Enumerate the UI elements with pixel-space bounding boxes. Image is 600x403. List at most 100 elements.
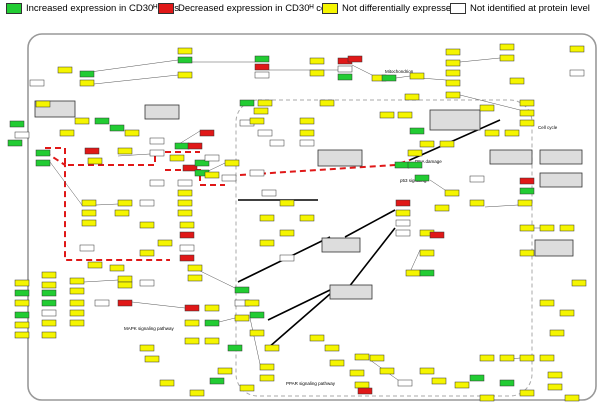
- process-box-8: [534, 239, 574, 257]
- legend-label-unidentified: Not identified at protein level: [470, 2, 590, 14]
- gene-node: [174, 142, 190, 150]
- gene-node: [259, 363, 275, 371]
- connector-line: [419, 77, 447, 81]
- gene-node: [519, 224, 535, 232]
- gene-node: [469, 175, 485, 183]
- gene-node: [349, 369, 365, 377]
- gene-node: [405, 269, 421, 277]
- gene-node: [381, 74, 397, 82]
- gene-node: [177, 189, 193, 197]
- process-box-1: [317, 149, 363, 167]
- gene-node: [547, 371, 563, 379]
- gene-node: [177, 71, 193, 79]
- gene-node: [253, 107, 269, 115]
- gene-node: [397, 111, 413, 119]
- gene-node: [369, 354, 385, 362]
- gene-node: [69, 309, 85, 317]
- gene-node: [41, 289, 57, 297]
- gene-node: [279, 229, 295, 237]
- gene-node: [409, 72, 425, 80]
- gene-node: [499, 43, 515, 51]
- gene-node: [319, 99, 335, 107]
- gene-node: [41, 319, 57, 327]
- gene-node: [445, 48, 461, 56]
- gene-node: [14, 311, 30, 319]
- connector-line: [429, 179, 446, 191]
- arrow-6: [267, 289, 331, 321]
- gene-node: [309, 334, 325, 342]
- gene-node: [444, 189, 460, 197]
- gene-node: [117, 299, 133, 307]
- gene-node: [564, 394, 580, 402]
- gene-node: [299, 117, 315, 125]
- gene-node: [299, 129, 315, 137]
- gene-node: [224, 159, 240, 167]
- gene-node: [519, 177, 535, 185]
- gene-node: [14, 299, 30, 307]
- arrow-4: [344, 227, 396, 293]
- gene-node: [254, 63, 270, 71]
- gene-node: [109, 264, 125, 272]
- legend-item-increased: Increased expression in CD30ᴴ cells: [6, 1, 179, 15]
- gene-node: [249, 329, 265, 337]
- gene-node: [254, 71, 270, 79]
- gene-node: [14, 321, 30, 329]
- gene-node: [499, 379, 515, 387]
- gene-node: [139, 279, 155, 287]
- gene-node: [261, 189, 277, 197]
- gene-node: [379, 367, 395, 375]
- gene-node: [329, 359, 345, 367]
- connector-line: [83, 279, 119, 283]
- gene-node: [397, 379, 413, 387]
- gene-node: [499, 54, 515, 62]
- red-path-3: [165, 169, 225, 186]
- gene-node: [187, 274, 203, 282]
- gene-node: [69, 299, 85, 307]
- connector-line: [484, 204, 519, 208]
- connector-line: [49, 161, 83, 206]
- connector-line: [218, 317, 236, 323]
- gene-node: [81, 199, 97, 207]
- gene-node: [204, 319, 220, 327]
- legend-swatch-increased: [6, 2, 22, 14]
- gene-node: [244, 299, 260, 307]
- legend-swatch-unchanged: [322, 2, 338, 14]
- gene-node: [504, 129, 520, 137]
- gene-node: [184, 337, 200, 345]
- gene-node: [257, 99, 273, 107]
- ppar-label: PPAR signaling pathway: [286, 381, 336, 386]
- gene-node: [357, 387, 373, 395]
- gene-node: [269, 139, 285, 147]
- gene-node: [559, 224, 575, 232]
- gene-node: [484, 129, 500, 137]
- gene-node: [14, 131, 30, 139]
- gene-node: [429, 231, 445, 239]
- gene-node: [519, 99, 535, 107]
- gene-node: [409, 127, 425, 135]
- gene-node: [94, 299, 110, 307]
- gene-node: [354, 353, 370, 361]
- gene-node: [179, 254, 195, 262]
- gene-node: [41, 299, 57, 307]
- gene-node: [149, 179, 165, 187]
- gene-node: [221, 174, 237, 182]
- gene-node: [499, 354, 515, 362]
- gene-node: [419, 367, 435, 375]
- gene-node: [209, 377, 225, 385]
- gene-node: [569, 45, 585, 53]
- gene-node: [519, 249, 535, 257]
- gene-node: [445, 59, 461, 67]
- gene-node: [194, 159, 210, 167]
- gene-node: [407, 149, 423, 157]
- legend-item-decreased: Decreased expression in CD30ᴴ cells: [158, 1, 335, 15]
- connector-line: [89, 59, 179, 73]
- gene-node: [239, 384, 255, 392]
- gene-node: [117, 147, 133, 155]
- gene-node: [204, 304, 220, 312]
- gene-node: [445, 79, 461, 87]
- gene-node: [139, 199, 155, 207]
- gene-node: [279, 254, 295, 262]
- gene-node: [14, 289, 30, 297]
- gene-node: [184, 319, 200, 327]
